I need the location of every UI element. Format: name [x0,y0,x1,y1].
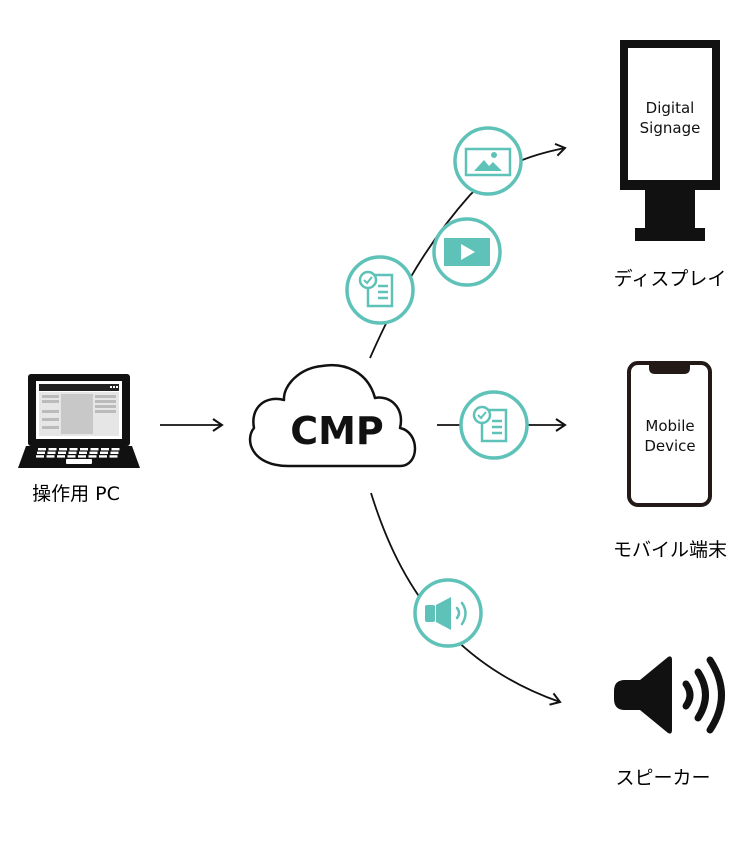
keyboard-key [36,455,44,458]
document-check-icon [472,405,508,443]
cloud-icon [248,363,417,468]
audio-badge [413,578,483,648]
keyboard-key [78,455,86,458]
keyboard-key [100,451,108,454]
keyboard-key [90,448,99,451]
keyboard-key [58,451,66,454]
smartphone-icon [627,361,712,507]
keyboard-key [88,455,97,458]
keyboard-key [89,451,98,454]
keyboard-key [46,455,55,458]
speaker-icon [614,656,725,734]
keyboard-key [37,451,45,454]
signage-screen-text-1: Digital [646,99,695,117]
document-check-badge-mobile [459,390,529,460]
video-play-icon [444,238,490,266]
keyboard-key [59,448,67,451]
signage-screen-text-2: Signage [640,119,701,137]
display-label: ディスプレイ [614,268,727,290]
keyboard-key [67,455,76,458]
source-label: 操作用 PC [32,483,120,505]
image-badge [453,126,523,196]
keyboard-key [68,451,77,454]
keyboard-key [38,448,46,451]
laptop-icon [18,374,140,468]
digital-signage-icon [620,40,720,241]
keyboard-key [111,448,120,451]
mobile-label: モバイル端末 [613,539,727,561]
audio-icon [425,597,467,630]
document-check-icon [358,270,394,308]
speaker-label: スピーカー [615,767,710,789]
keyboard-key [110,451,119,454]
keyboard-key [47,451,56,454]
hub-label: CMP [290,409,384,453]
keyboard-key [48,448,57,451]
keyboard-key [57,455,65,458]
document-check-badge [345,255,415,325]
mobile-screen-text-1: Mobile [645,417,694,435]
keyboard-key [101,448,109,451]
keyboard-key [79,451,87,454]
mobile-screen-text-2: Device [644,437,695,455]
keyboard-key [109,455,118,458]
image-icon [464,147,512,177]
keyboard-key [99,455,107,458]
keyboard-key [69,448,78,451]
video-badge [432,217,502,287]
keyboard-key [80,448,88,451]
